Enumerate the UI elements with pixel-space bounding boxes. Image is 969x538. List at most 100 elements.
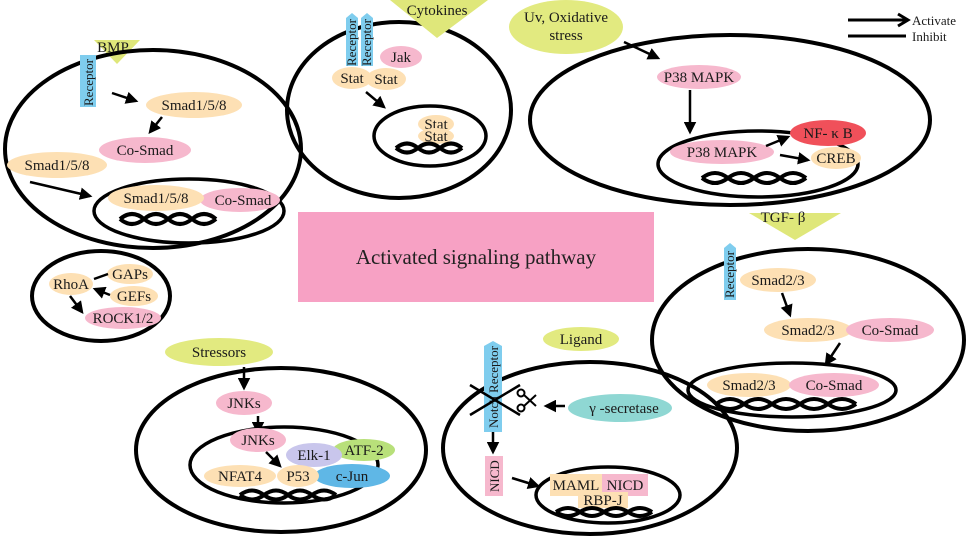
gefs-oval xyxy=(110,286,158,306)
bmp-nucleus xyxy=(92,177,286,245)
maml-box xyxy=(550,474,602,496)
tgf-smad23-mid: Smad2/3 xyxy=(781,323,834,339)
tgf-nuc-smad: Smad2/3 xyxy=(722,378,775,394)
jnks-top-label: JNKs xyxy=(227,396,261,412)
jak-oval xyxy=(380,46,422,68)
gefs-label: GEFs xyxy=(117,289,151,305)
gaps-label: GAPs xyxy=(112,267,148,283)
tgf-receptor xyxy=(724,243,736,300)
gefs-arrow xyxy=(92,286,111,299)
title-background xyxy=(298,212,654,302)
gamma-secretase-label: γ -secretase xyxy=(588,401,659,417)
tgf-smad23-top-oval xyxy=(740,268,816,292)
p38-top-oval xyxy=(657,65,741,89)
tgf-smad23-top: Smad2/3 xyxy=(751,273,804,289)
activate-legend-arrowhead xyxy=(897,12,911,28)
nicd-to-nucleus-arrow xyxy=(511,476,541,490)
stressors-label: Stressors xyxy=(192,345,246,361)
maml-label: MAML xyxy=(553,478,600,494)
jnk-dna-strand-2 xyxy=(238,488,338,502)
notch-receptor-label: Notch Receptor xyxy=(486,345,501,428)
stat-2-label: Stat xyxy=(374,72,398,88)
tgf-smad23-mid-oval xyxy=(764,318,852,342)
creb-oval xyxy=(811,147,861,169)
rhoa-label: RhoA xyxy=(53,277,89,293)
tgf-nuc-cosmad-oval xyxy=(789,373,879,397)
tgf-nuc-cosmad: Co-Smad xyxy=(806,378,863,394)
ligand-oval xyxy=(543,327,619,351)
cytokine-receptor-1 xyxy=(346,13,358,66)
jnk-pathway: Stressors JNKs JNKs ATF-2 Elk-1 NFAT4 c-… xyxy=(134,338,428,534)
jak-stat-dna-strand-2 xyxy=(394,141,464,155)
nfkb-oval xyxy=(790,120,866,146)
bmp-pathway: BMP Receptor Smad1/5/8 Co-Smad Smad1/5/8… xyxy=(3,40,303,250)
nuc-stat-2-oval xyxy=(418,128,454,144)
notch-dna-strand-2 xyxy=(554,506,654,518)
tgf-arrow-1 xyxy=(780,292,793,318)
jnks-nuc-oval xyxy=(230,428,286,452)
nicd-label: NICD xyxy=(487,460,502,492)
notch-receptor xyxy=(484,341,502,432)
cjun-label: c-Jun xyxy=(336,469,369,485)
tgf-pathway: TGF- β Receptor Smad2/3 Smad2/3 Co-Smad … xyxy=(650,210,966,433)
ligand-label: Ligand xyxy=(560,332,603,348)
p38-nuc-oval xyxy=(670,140,774,164)
uv-stress-label-line2: stress xyxy=(549,28,582,44)
bmp-arrow-2 xyxy=(148,116,163,134)
p38-arrow-1 xyxy=(623,40,661,60)
p38-cell xyxy=(528,33,932,207)
bmp-smad158-top: Smad1/5/8 xyxy=(161,98,226,114)
rhoa-oval xyxy=(49,273,93,295)
cytokines-triangle xyxy=(390,0,488,38)
notch-nucleus xyxy=(534,465,682,525)
notch-pathway: Ligand Notch Receptor γ -secretase NICD … xyxy=(441,327,739,536)
nuc-stat-1-oval xyxy=(418,115,454,133)
tgf-cosmad-mid-oval xyxy=(846,318,934,342)
nuc-nicd-box xyxy=(602,474,648,496)
bmp-nuc-smad-oval xyxy=(108,185,204,211)
jnk-nucleus xyxy=(188,425,380,505)
elk1-oval xyxy=(286,443,342,467)
rock-label: ROCK1/2 xyxy=(93,311,154,327)
elk1-label: Elk-1 xyxy=(297,448,330,464)
rock-arrow xyxy=(69,295,84,314)
bmp-smad158-top-oval xyxy=(146,92,242,118)
jak-label: Jak xyxy=(391,50,411,66)
jnk-cell xyxy=(134,366,428,534)
rbpj-box xyxy=(578,492,628,508)
tgf-cell xyxy=(650,247,966,433)
title-box: Activated signaling pathway xyxy=(298,212,654,302)
p53-oval xyxy=(277,465,319,487)
jak-stat-nucleus xyxy=(372,104,488,168)
page-title: Activated signaling pathway xyxy=(356,245,597,269)
p38-arrow-creb xyxy=(779,152,811,165)
notch-cleavage-line-2 xyxy=(469,383,521,417)
cytokine-receptor-1-label: Receptor xyxy=(344,18,359,66)
tgf-dna-strand-1 xyxy=(714,397,858,411)
nuc-nicd-label: NICD xyxy=(607,478,644,494)
gamma-secretase-oval xyxy=(568,394,672,422)
rhoa-pathway: RhoA GAPs GEFs ROCK1/2 xyxy=(30,249,172,343)
legend: Activate Inhibit xyxy=(848,12,956,44)
uv-stress-oval xyxy=(509,0,623,54)
nfat4-oval xyxy=(204,465,276,487)
atf2-oval xyxy=(333,439,395,461)
cytokine-receptor-2-label: Receptor xyxy=(359,18,374,66)
nfkb-label: NF- κ B xyxy=(803,126,852,142)
bmp-cell xyxy=(3,48,303,250)
uv-stress-label-line1: Uv, Oxidative xyxy=(524,10,608,26)
creb-label: CREB xyxy=(816,151,855,167)
jak-stat-pathway: Cytokines Receptor Receptor Jak Stat Sta… xyxy=(285,0,513,200)
gaps-oval xyxy=(107,264,153,284)
p38-nuc-label: P38 MAPK xyxy=(687,145,758,161)
bmp-nuc-cosmad: Co-Smad xyxy=(215,193,272,209)
bmp-nuc-smad: Smad1/5/8 xyxy=(123,191,188,207)
p38-pathway: Uv, Oxidative stress P38 MAPK P38 MAPK N… xyxy=(509,0,932,207)
rhoa-cell xyxy=(30,249,172,343)
jak-stat-cell xyxy=(285,20,513,200)
jnk-arrow-3 xyxy=(265,451,282,468)
nicd-box xyxy=(485,456,503,496)
cytokine-receptor-2 xyxy=(361,13,373,66)
nfat4-label: NFAT4 xyxy=(218,469,262,485)
bmp-cosmad: Co-Smad xyxy=(117,143,174,159)
